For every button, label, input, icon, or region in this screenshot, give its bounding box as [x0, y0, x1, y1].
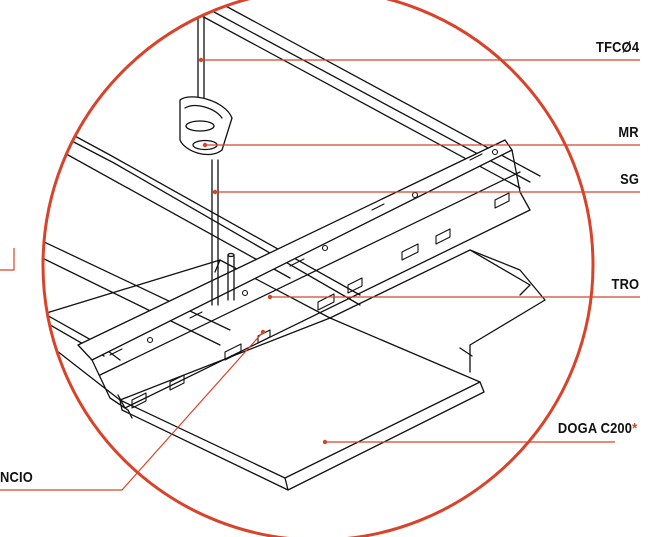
- label-gancio: NCIO: [0, 469, 33, 486]
- label-mr: MR: [618, 124, 639, 141]
- tro-carrier-rail: [77, 139, 531, 419]
- leader-gancio: [0, 331, 264, 491]
- label-sg: SG: [620, 171, 639, 188]
- label-doga: DOGA C200*: [558, 420, 637, 437]
- leader-lines: [0, 59, 640, 491]
- upper-rails: [43, 3, 541, 346]
- label-tfc: TFCØ4: [595, 39, 639, 56]
- leader-left-edge: [0, 248, 15, 271]
- detail-magnifier-circle: [41, 0, 595, 537]
- label-doga-text: DOGA C200: [557, 420, 632, 437]
- label-tro: TRO: [611, 276, 639, 293]
- leader-dots: [198, 57, 328, 445]
- hanger-rods: [179, 0, 235, 306]
- label-doga-mark: *: [631, 420, 637, 437]
